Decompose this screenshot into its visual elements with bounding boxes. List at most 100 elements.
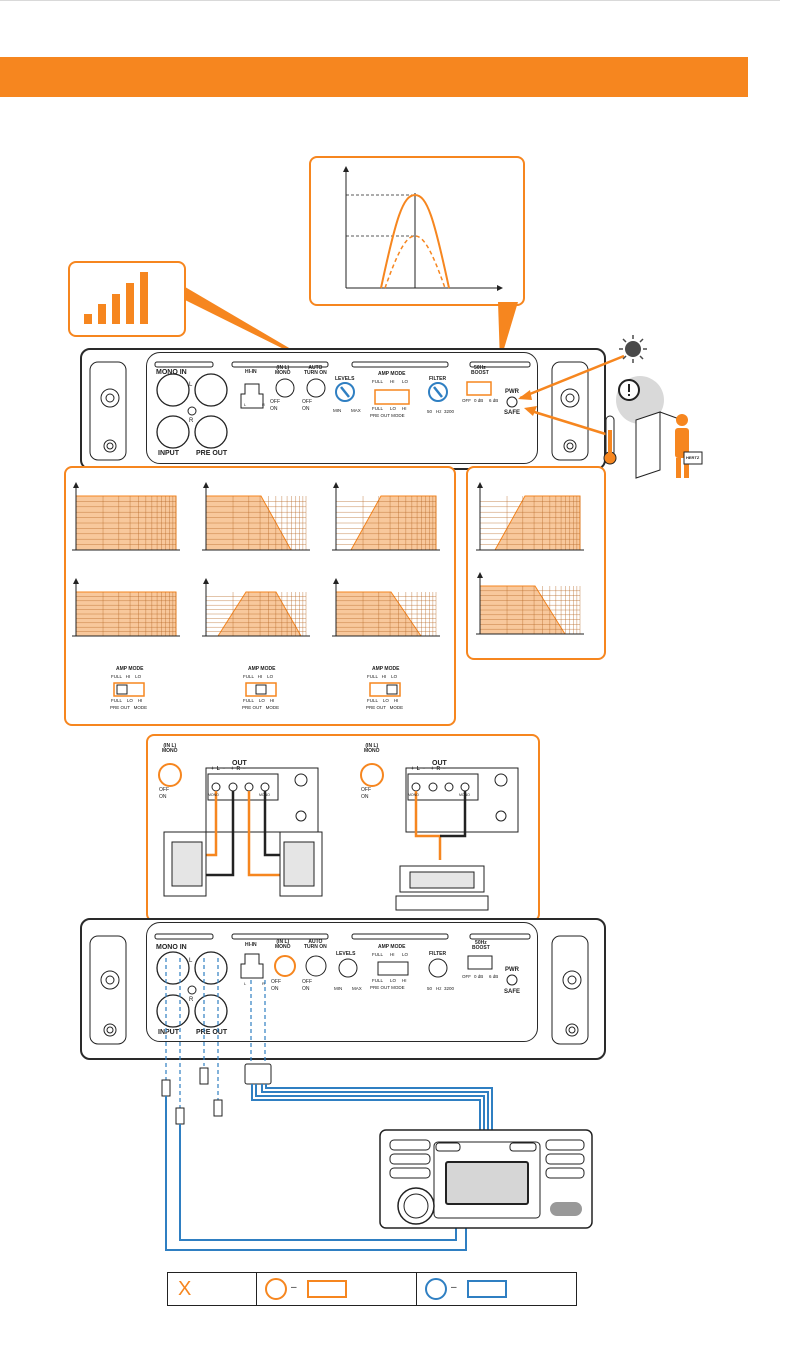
switch-caption: PRE OUT MODE xyxy=(242,705,280,710)
amp-mode-label-b: AMP MODE xyxy=(378,944,406,950)
legend-cell-orange: – xyxy=(256,1273,417,1305)
graph-filter-lo xyxy=(476,572,584,635)
mono-in-label: MONO IN xyxy=(156,369,187,376)
boost-title-b: 50Hz BOOST xyxy=(472,940,490,951)
filter-50-b: 50 xyxy=(427,986,433,991)
wiring-off-1: OFF xyxy=(159,787,169,793)
polarity-2: + L – + R – xyxy=(411,766,446,772)
pre-out-lo-b: LO xyxy=(390,978,397,983)
filter-label: FILTER xyxy=(429,376,447,382)
levels-label-b: LEVELS xyxy=(336,951,356,957)
switch-top-row: FULL HI LO xyxy=(111,674,142,679)
filter-50: 50 xyxy=(427,409,433,414)
switch-bottom-row: FULL LO HI xyxy=(111,698,143,703)
legend-x-mark: X xyxy=(178,1278,192,1300)
l-label: L xyxy=(189,382,193,388)
levels-max-b: MAX xyxy=(352,986,362,991)
legend-blue-symbols xyxy=(425,1278,507,1300)
boost-6db-b: 6 dB xyxy=(489,974,499,979)
filter-3200-b: 3200 xyxy=(444,986,455,991)
graph-full-1 xyxy=(72,482,180,551)
amp-mode-lo-b: LO xyxy=(402,952,409,957)
boost-6db: 6 dB xyxy=(489,398,499,403)
filter-3200: 3200 xyxy=(444,409,455,414)
pre-out-full: FULL xyxy=(372,406,384,411)
safe-label: SAFE xyxy=(504,410,521,416)
amp-mode-full: FULL xyxy=(372,379,384,384)
levels-min-b: MIN xyxy=(334,986,343,991)
pre-out-lo: LO xyxy=(390,406,397,411)
wiring-off-2: OFF xyxy=(361,787,371,793)
legend-cell-blue: – xyxy=(416,1273,576,1305)
switch-top-row: FULL HI LO xyxy=(367,674,398,679)
boost-0db: 0 dB xyxy=(474,398,484,403)
wiring-on-1: ON xyxy=(159,794,167,800)
wiring-mono-label-1: (IN L) MONO xyxy=(162,743,178,754)
switch-top-row: FULL HI LO xyxy=(243,674,274,679)
device-label: HERTZ xyxy=(686,455,700,460)
polarity-1: + L – + R – xyxy=(211,766,246,772)
switch-title: AMP MODE xyxy=(248,666,276,672)
graph-lo-2 xyxy=(332,578,440,637)
auto-off: OFF xyxy=(302,399,312,405)
out-label-1: OUT xyxy=(232,760,247,767)
filter-hz: Hz xyxy=(436,409,442,414)
filter-label-b: FILTER xyxy=(429,951,447,957)
auto-on: ON xyxy=(302,406,310,412)
out-label-2: OUT xyxy=(432,760,447,767)
graph-hi-1 xyxy=(332,482,440,551)
switch-title: AMP MODE xyxy=(116,666,144,672)
amp-mode-full-b: FULL xyxy=(372,952,384,957)
legend-cell-x: X xyxy=(168,1273,257,1305)
levels-min: MIN xyxy=(333,408,342,413)
pwr-label-b: PWR xyxy=(505,967,519,973)
wiring-mono-label-2: (IN L) MONO xyxy=(364,743,380,754)
mono-off: OFF xyxy=(270,399,280,405)
amplifier-top-panel xyxy=(146,352,538,464)
mono-switch-label-b: (IN L) MONO xyxy=(275,939,291,950)
filter-hz-b: Hz xyxy=(436,986,442,991)
boost-title: 50Hz BOOST xyxy=(471,365,489,376)
switch-bottom-row: FULL LO HI xyxy=(367,698,399,703)
level-callout xyxy=(68,261,186,337)
auto-turn-on-label-b: AUTO TURN ON xyxy=(304,939,327,950)
pre-out-label: PRE OUT xyxy=(196,450,228,457)
graph-full-2 xyxy=(72,578,180,637)
mono-tag-3: MONO xyxy=(408,793,419,797)
amp-mode-hi-b: HI xyxy=(390,952,395,957)
input-label: INPUT xyxy=(158,450,179,457)
hi-in-label-b: HI-IN xyxy=(245,942,257,948)
wiring-on-2: ON xyxy=(361,794,369,800)
amp-mode-lo: LO xyxy=(402,379,409,384)
r-label-b: R xyxy=(189,997,194,1003)
boost-off-b: OFF xyxy=(462,974,471,979)
pre-out-full-b: FULL xyxy=(372,978,384,983)
signal-level-icon xyxy=(84,272,148,324)
r-label: R xyxy=(189,418,194,424)
hi-in-label: HI-IN xyxy=(245,369,257,375)
hi-in-l: L xyxy=(244,402,247,407)
pre-out-hi-b: HI xyxy=(402,978,407,983)
switch-title: AMP MODE xyxy=(372,666,400,672)
switch-caption: PRE OUT MODE xyxy=(110,705,148,710)
mono-switch-label: (IN L) MONO xyxy=(275,365,291,376)
graph-filter-hi xyxy=(476,482,584,551)
safe-label-b: SAFE xyxy=(504,989,521,995)
amp-mode-label: AMP MODE xyxy=(378,371,406,377)
pre-out-mode: PRE OUT MODE xyxy=(370,413,405,418)
mono-tag-1: MONO xyxy=(208,793,219,797)
section-banner xyxy=(0,57,748,97)
mono-on-b: ON xyxy=(271,986,279,992)
amplifier-bottom-panel xyxy=(146,922,538,1042)
mono-tag-4: MONO xyxy=(459,793,470,797)
auto-turn-on-label: AUTO TURN ON xyxy=(304,365,327,376)
mono-tag-2: MONO xyxy=(259,793,270,797)
pre-out-mode-b: PRE OUT MODE xyxy=(370,985,405,990)
switch-bottom-row: FULL LO HI xyxy=(243,698,275,703)
legend-dash-2: – xyxy=(451,1282,457,1293)
